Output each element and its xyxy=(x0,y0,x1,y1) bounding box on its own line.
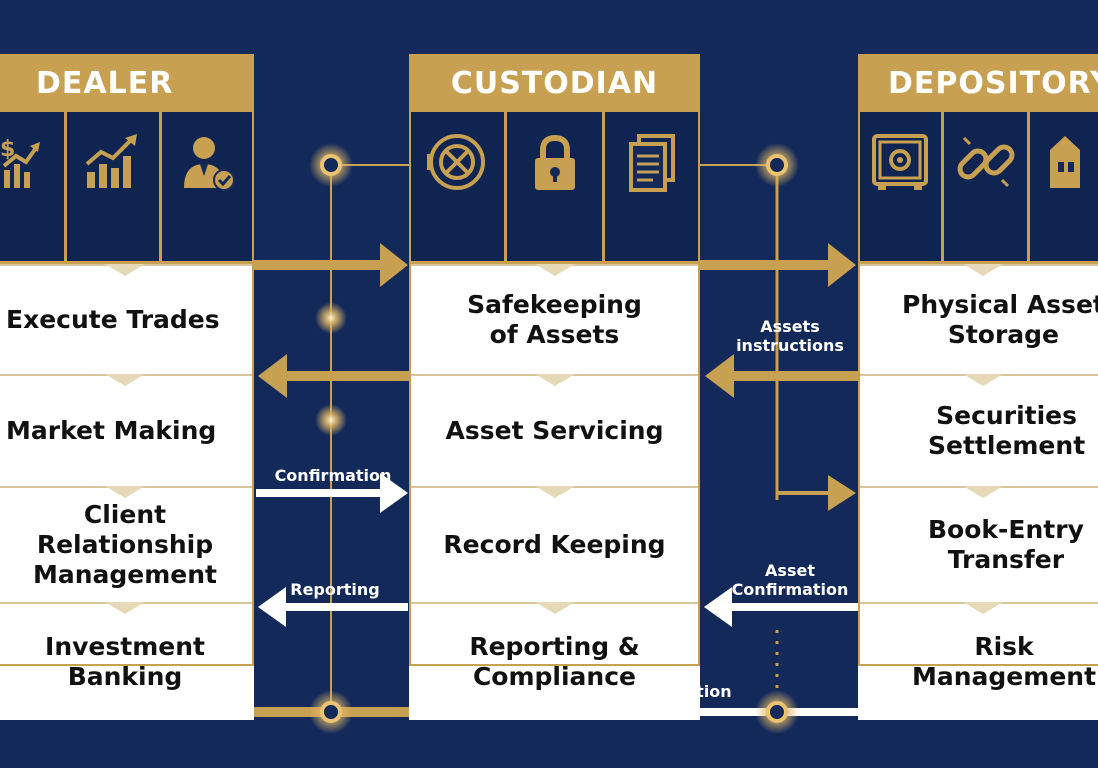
dealer-title: DEALER xyxy=(36,65,174,101)
node-top-left xyxy=(309,143,353,187)
dealer-header: DEALER xyxy=(0,54,254,112)
function-label: Physical Asset Storage xyxy=(902,290,1098,349)
arrow-to-book-entry xyxy=(777,475,856,511)
dealer-function-client-relationship: Client Relationship Management xyxy=(0,486,254,602)
custodian-function-asset-servicing: Asset Servicing xyxy=(409,374,700,486)
arrow-servicing-to-market-making xyxy=(258,354,422,398)
building-icon xyxy=(1027,112,1098,264)
growth-chart-icon xyxy=(64,112,159,264)
arrow-reporting xyxy=(258,587,408,627)
function-label: Market Making xyxy=(6,416,217,445)
depository-function-physical-storage: Physical Asset Storage xyxy=(858,264,1098,374)
custodian-header: CUSTODIAN xyxy=(409,54,700,112)
vault-icon xyxy=(409,112,504,264)
flow-label-assets-instructions: Assets instructions xyxy=(736,317,844,355)
arrow-execute-to-safekeeping xyxy=(240,243,408,287)
arrow-settlement-to-servicing xyxy=(705,354,872,398)
depository-header: DEPOSITORY xyxy=(858,54,1098,112)
function-label: Investment Banking xyxy=(45,632,205,691)
function-label: Book-Entry Transfer xyxy=(928,515,1084,574)
custodian-title: CUSTODIAN xyxy=(450,65,659,101)
function-label: Reporting & Compliance xyxy=(469,632,640,691)
safe-icon xyxy=(858,112,941,264)
padlock-icon xyxy=(504,112,602,264)
function-label: Asset Servicing xyxy=(445,416,664,445)
custodian-column: CUSTODIAN Safekeeping of Assets Asset Se… xyxy=(409,54,700,720)
function-label: Record Keeping xyxy=(443,530,666,559)
documents-icon xyxy=(602,112,700,264)
dealer-icon-row: $ xyxy=(0,112,254,264)
businessman-check-icon xyxy=(159,112,254,264)
svg-text:$: $ xyxy=(0,137,15,162)
function-label: Execute Trades xyxy=(6,305,220,334)
function-label: Securities Settlement xyxy=(928,401,1086,460)
depository-function-securities-settlement: Securities Settlement xyxy=(858,374,1098,486)
depository-title: DEPOSITORY xyxy=(888,65,1098,101)
arrow-confirmation xyxy=(256,473,408,513)
arrow-safekeeping-to-storage xyxy=(688,243,856,287)
dealer-column: DEALER $ Execute Trades Market Making Cl… xyxy=(0,54,254,720)
node-mid-left-2 xyxy=(315,404,347,436)
dealer-function-execute-trades: Execute Trades xyxy=(0,264,254,374)
node-bottom-right xyxy=(755,690,799,734)
depository-column: DEPOSITORY Physical Asset Storage Securi… xyxy=(858,54,1098,720)
node-mid-left-1 xyxy=(315,302,347,334)
custodian-icon-row xyxy=(409,112,700,264)
dollar-chart-icon: $ xyxy=(0,112,64,264)
node-bottom-left xyxy=(309,690,353,734)
depository-function-risk-management: Risk Management xyxy=(858,602,1098,720)
dealer-function-investment-banking: Investment Banking xyxy=(0,602,254,720)
function-label: Client Relationship Management xyxy=(32,500,218,589)
custodian-function-record-keeping: Record Keeping xyxy=(409,486,700,602)
flow-label-reporting: Reporting xyxy=(290,580,380,599)
function-label: Risk Management xyxy=(912,632,1097,691)
depository-function-book-entry: Book-Entry Transfer xyxy=(858,486,1098,602)
custodian-function-reporting-compliance: Reporting & Compliance xyxy=(409,602,700,720)
flow-label-asset-confirmation: Asset Confirmation xyxy=(731,561,849,599)
flow-label-confirmation: Confirmation xyxy=(274,466,392,485)
function-label: Safekeeping of Assets xyxy=(467,290,642,349)
dealer-function-market-making: Market Making xyxy=(0,374,254,486)
arrow-asset-confirmation xyxy=(704,587,858,627)
flow-label-verification: Verification xyxy=(628,682,732,701)
node-top-right xyxy=(755,143,799,187)
chain-link-icon xyxy=(941,112,1027,264)
custodian-function-safekeeping: Safekeeping of Assets xyxy=(409,264,700,374)
depository-icon-row xyxy=(858,112,1098,264)
